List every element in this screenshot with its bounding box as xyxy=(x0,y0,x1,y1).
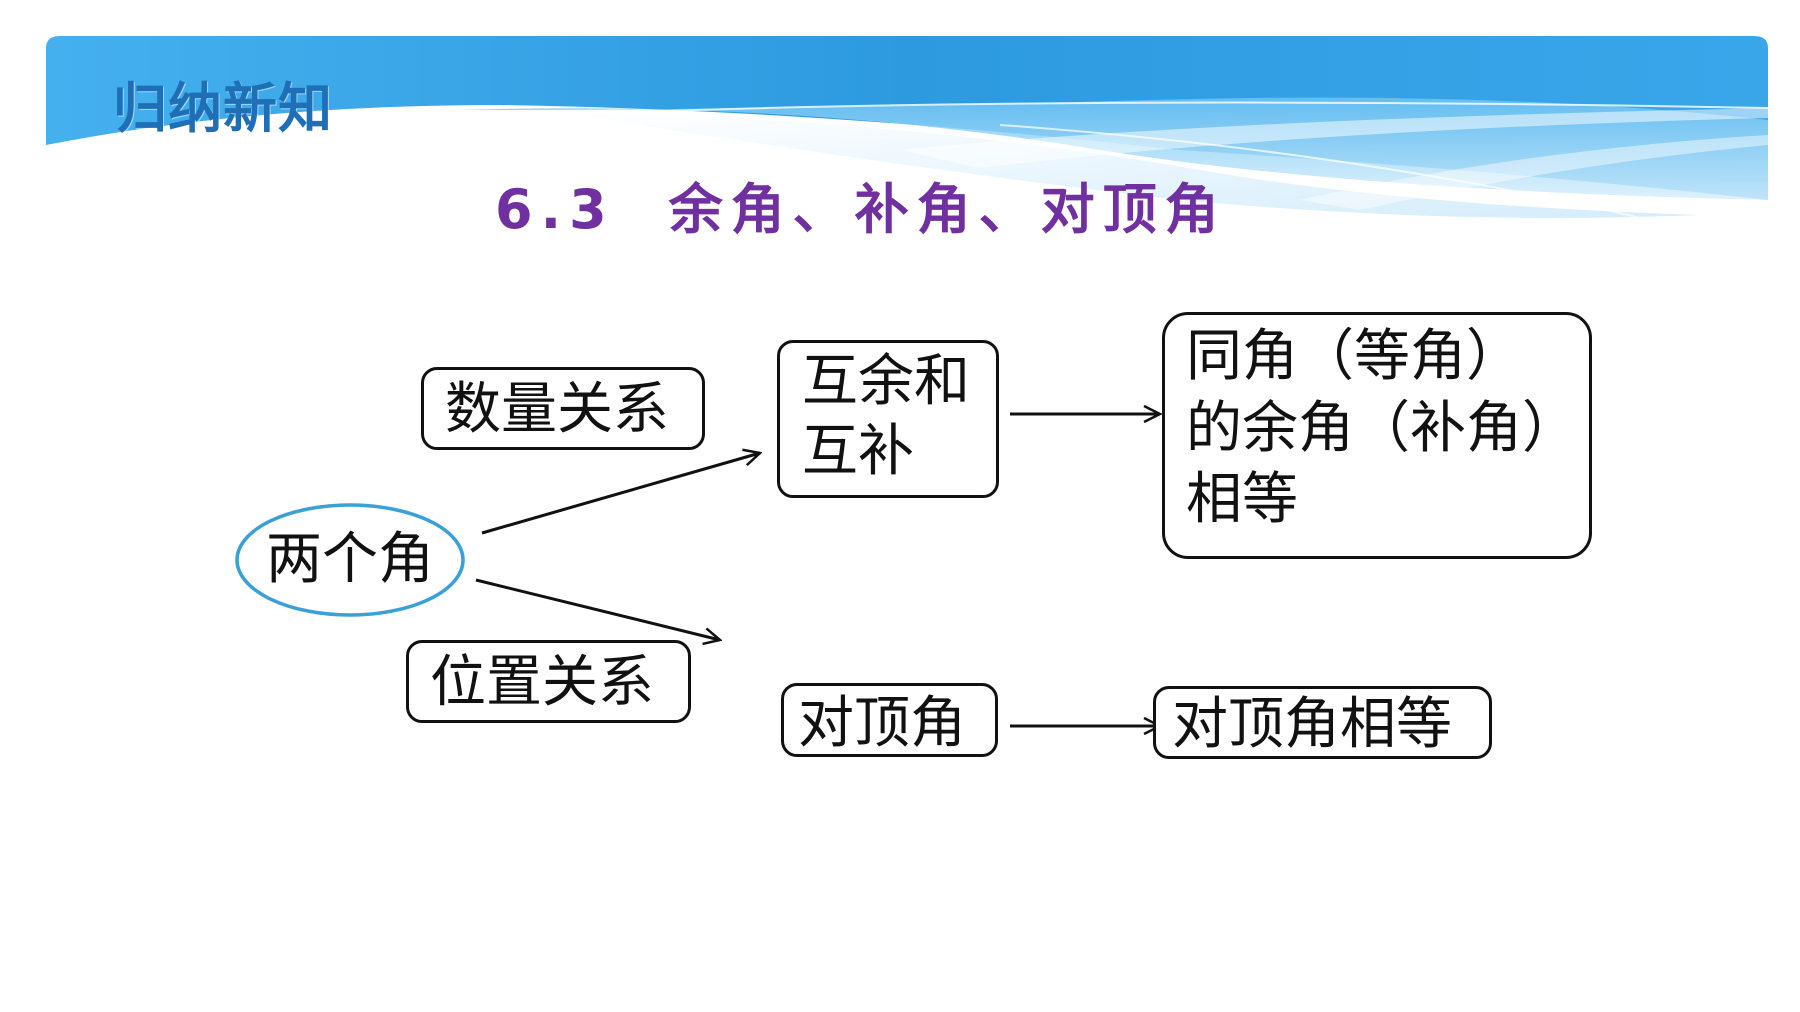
node-vert-equal-label: 对顶角相等 xyxy=(1172,692,1452,757)
section-title: 归纳新知 xyxy=(113,77,333,140)
root-ellipse xyxy=(235,503,465,617)
arrow-root-to-position xyxy=(475,578,720,640)
node-equal-line3: 相等 xyxy=(1186,467,1298,533)
root-node-two-angles: 两个角 xyxy=(266,527,434,592)
node-equal-line1: 同角（等角） xyxy=(1186,324,1522,389)
node-equal-line2: 的余角（补角） xyxy=(1186,395,1578,461)
node-equality-rule: 同角（等角） 的余角（补角） 相等 xyxy=(1162,312,1592,559)
node-complementary-supplementary: 互余和 互补 xyxy=(777,340,999,498)
node-comp-line1: 互余和 xyxy=(802,349,970,414)
header-banner xyxy=(46,36,1769,221)
node-comp-line2: 互补 xyxy=(802,419,914,484)
node-vertical-angles: 对顶角 xyxy=(781,683,998,757)
lesson-name: 余角、补角、对顶角 xyxy=(668,178,1227,241)
node-quantity-relation: 数量关系 xyxy=(421,367,705,450)
arrow-root-to-quantity xyxy=(481,453,760,535)
node-position-label: 位置关系 xyxy=(430,650,654,715)
lesson-number: 6.3 xyxy=(495,178,615,241)
node-quantity-label: 数量关系 xyxy=(445,377,669,442)
node-vertical-label: 对顶角 xyxy=(798,691,966,756)
node-position-relation: 位置关系 xyxy=(406,640,691,723)
node-vertical-angles-equal: 对顶角相等 xyxy=(1153,686,1492,759)
